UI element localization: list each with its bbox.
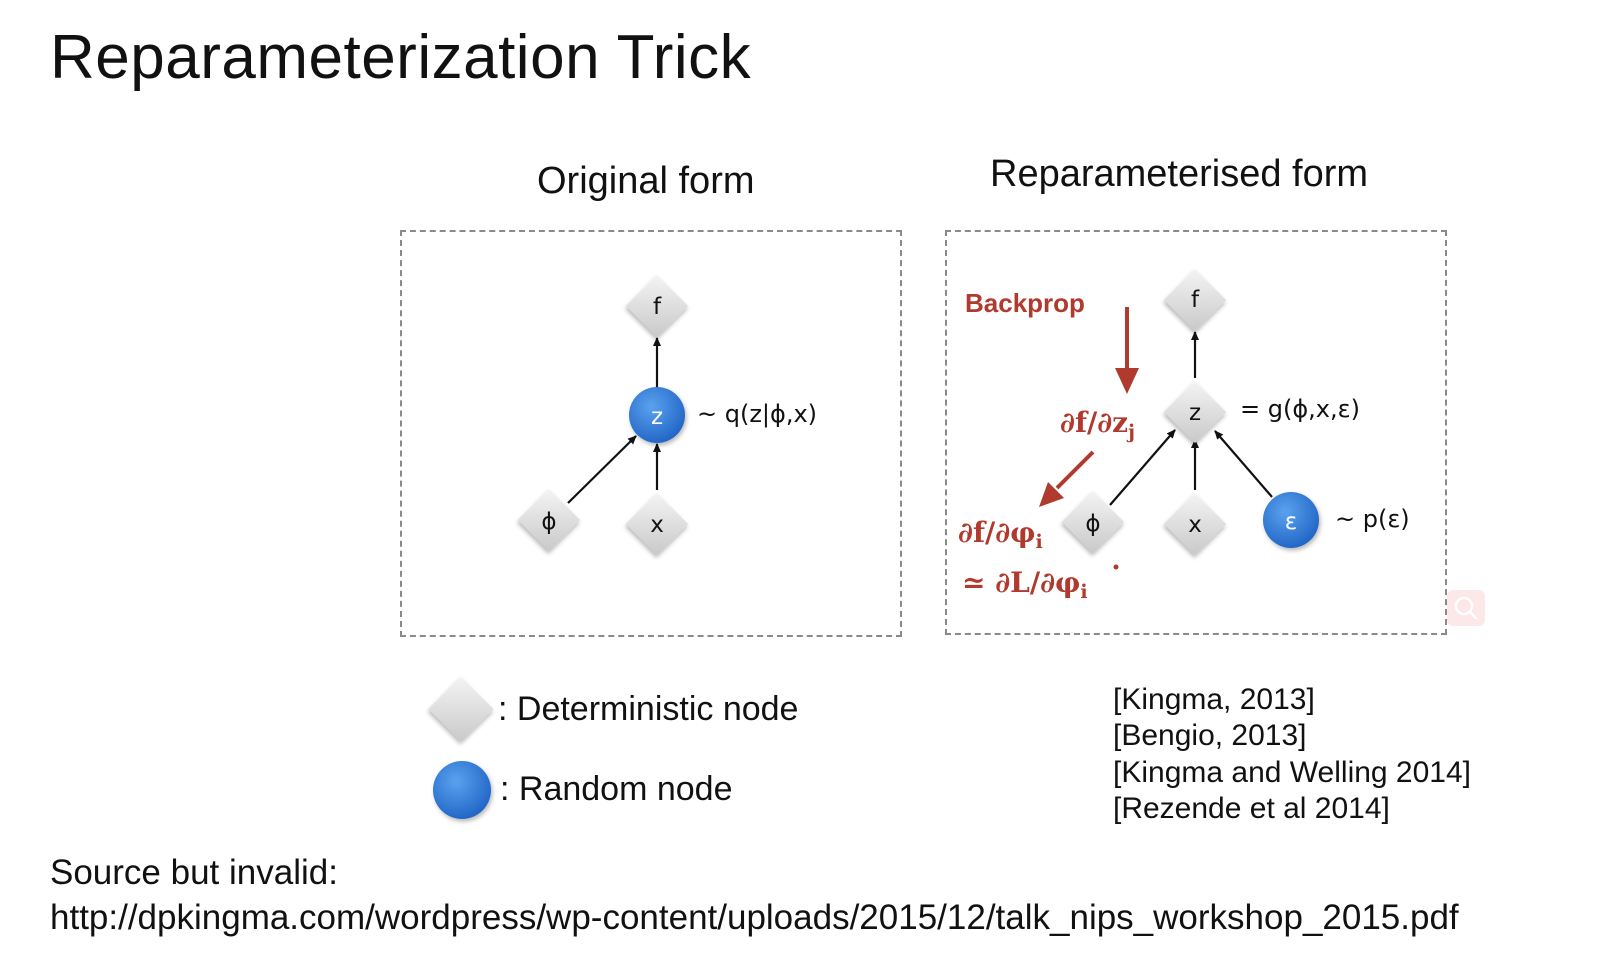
original-node-x: x (625, 492, 689, 556)
original-form-heading: Original form (537, 160, 755, 202)
backprop-arrow-down (1115, 307, 1139, 394)
original-node-z: z (629, 387, 685, 443)
reparameterised-form-panel (945, 230, 1447, 635)
eps-distribution-annotation: ~ p(ε) (1335, 505, 1410, 533)
random-node-shape (629, 387, 685, 443)
backprop-arrow-diag (1039, 450, 1095, 507)
backprop-label: Backprop (965, 288, 1085, 318)
edge-eps-to-z (1214, 430, 1273, 498)
node-label-phi: ϕ (541, 509, 556, 535)
grad-L-wrt-phi: ≃ ∂L/∂φi (962, 566, 1088, 603)
z-function-annotation: = g(ϕ,x,ε) (1240, 395, 1360, 423)
reparam-edges (1109, 331, 1273, 506)
node-label-f: f (1191, 287, 1200, 313)
reference-item: [Rezende et al 2014] (1113, 792, 1390, 825)
node-label-z: z (1189, 400, 1201, 426)
legend-random-label: : Random node (500, 770, 733, 808)
reparam-node-f: f (1163, 268, 1227, 332)
legend-deterministic-label: : Deterministic node (498, 690, 799, 728)
node-label-f: f (653, 294, 662, 320)
z-distribution-annotation: ~ q(z|ϕ,x) (697, 400, 817, 428)
reparameterised-form-heading: Reparameterised form (990, 153, 1369, 195)
deterministic-node-shape (625, 492, 689, 556)
source-url[interactable]: http://dpkingma.com/wordpress/wp-content… (50, 898, 1459, 937)
reparam-node-eps: ε (1263, 492, 1319, 548)
node-label-eps: ε (1285, 509, 1297, 535)
source-label: Source but invalid: (50, 853, 338, 892)
reference-item: [Bengio, 2013] (1113, 719, 1307, 752)
grad-f-wrt-z: ∂f/∂zj (1060, 406, 1135, 443)
grad-f-wrt-phi: ∂f/∂φi (958, 516, 1043, 553)
random-node-shape (1263, 492, 1319, 548)
node-label-x: x (1188, 512, 1202, 538)
slide-title: Reparameterization Trick (50, 23, 752, 92)
edge-phi-to-z (567, 435, 637, 504)
edge-phi-to-z (1109, 429, 1176, 506)
original-node-f: f (625, 274, 689, 338)
deterministic-node-shape (517, 488, 581, 552)
deterministic-node-shape (625, 274, 689, 338)
original-node-phi: ϕ (517, 488, 581, 552)
reference-item: [Kingma, 2013] (1113, 683, 1315, 716)
node-label-z: z (651, 404, 663, 430)
node-label-x: x (650, 512, 664, 538)
original-edges (567, 337, 661, 504)
legend-random-icon (433, 761, 491, 819)
original-form-panel (400, 230, 902, 637)
legend-deterministic-icon (428, 676, 494, 742)
search-icon[interactable] (1447, 590, 1485, 626)
reference-item: [Kingma and Welling 2014] (1113, 756, 1472, 789)
node-label-phi: ϕ (1085, 511, 1100, 537)
reparam-node-x: x (1163, 492, 1227, 556)
red-dot (1113, 564, 1119, 570)
